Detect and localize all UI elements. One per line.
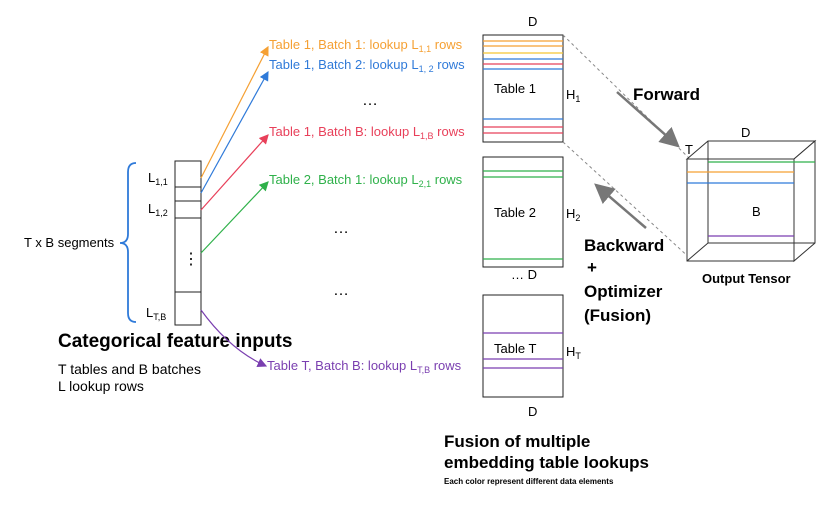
segments-brace xyxy=(119,162,137,323)
fusion-note: Each color represent different data elem… xyxy=(444,477,614,486)
tensor-b-label: B xyxy=(752,204,761,219)
lookup-label-3: Table 1, Batch B: lookup L1,B rows xyxy=(269,124,465,141)
backward-label-2: + xyxy=(587,258,597,277)
arrow-purple xyxy=(200,309,268,367)
ellipsis-3: … xyxy=(333,282,349,299)
table-1-box xyxy=(482,34,564,143)
segments-label: T x B segments xyxy=(24,235,115,250)
arrow-green xyxy=(200,181,269,254)
table-2-label: Table 2 xyxy=(494,205,536,220)
input-column xyxy=(174,160,202,326)
backward-label-1: Backward xyxy=(584,236,664,255)
tensor-d-label: D xyxy=(741,125,750,140)
dim-d-bottom: D xyxy=(528,404,537,419)
input-dots: ⋮ xyxy=(183,251,199,268)
dim-d-mid: … D xyxy=(511,267,537,282)
table-2-height: H2 xyxy=(566,206,580,223)
fusion-title-2: embedding table lookups xyxy=(444,453,649,472)
forward-label: Forward xyxy=(633,85,700,104)
tensor-caption: Output Tensor xyxy=(702,271,791,286)
ellipsis-1: … xyxy=(362,92,378,109)
label-l11: L1,1 xyxy=(148,170,168,187)
forward-arrow xyxy=(616,91,680,148)
lookup-label-2: Table 1, Batch 2: lookup L1, 2 rows xyxy=(269,57,465,74)
table-t-box xyxy=(482,294,564,398)
label-ltb: LT,B xyxy=(146,305,166,322)
backward-label-4: (Fusion) xyxy=(584,306,651,325)
table-1-label: Table 1 xyxy=(494,81,536,96)
lookup-label-4: Table 2, Batch 1: lookup L2,1 rows xyxy=(269,172,463,189)
lookup-label-1: Table 1, Batch 1: lookup L1,1 rows xyxy=(269,37,463,54)
table-2-box xyxy=(482,156,564,268)
projection-line-bottom xyxy=(562,141,693,261)
arrow-orange xyxy=(200,45,269,179)
table-1-height: H1 xyxy=(566,87,580,104)
backward-arrow xyxy=(594,183,647,229)
label-l12: L1,2 xyxy=(148,201,168,218)
categorical-desc-1: T tables and B batches xyxy=(58,361,201,377)
fusion-title-1: Fusion of multiple xyxy=(444,432,590,451)
tensor-t-label: T xyxy=(685,142,693,157)
arrow-red xyxy=(200,134,269,211)
table-t-label: Table T xyxy=(494,341,536,356)
categorical-desc-2: L lookup rows xyxy=(58,378,144,394)
arrow-blue xyxy=(200,70,269,194)
backward-label-3: Optimizer xyxy=(584,282,663,301)
lookup-label-5: Table T, Batch B: lookup LT,B rows xyxy=(267,358,462,375)
categorical-title: Categorical feature inputs xyxy=(58,331,292,352)
ellipsis-2: … xyxy=(333,220,349,237)
output-tensor-cube xyxy=(685,139,817,263)
table-t-height: HT xyxy=(566,344,581,361)
dim-d-top: D xyxy=(528,14,537,29)
